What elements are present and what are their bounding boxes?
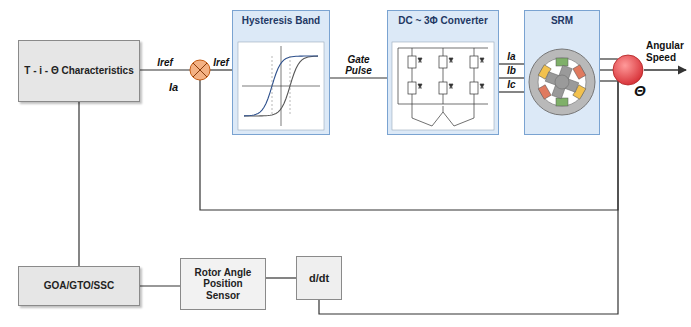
hysteresis-block: Hysteresis Band [232, 10, 330, 135]
signal-name: Iref [156, 57, 174, 68]
speed-sensor-circle: Θ [612, 54, 644, 86]
node-label: T - i - Θ Characteristics [24, 65, 133, 77]
signal-line [78, 102, 79, 266]
junction-shape [189, 59, 211, 81]
signal-name: Ia [506, 51, 516, 62]
signal-line [499, 91, 524, 92]
hysteresis-chart [238, 42, 324, 130]
motor-block: SRM [524, 10, 600, 135]
derivative-box: d/dt [296, 256, 342, 300]
signal-line [210, 69, 232, 70]
node-label: Hysteresis Band [242, 15, 320, 27]
signal-line [330, 77, 387, 78]
chart-axis [242, 86, 320, 87]
srm-motor [529, 49, 595, 115]
signal-name: Gate Pulse [333, 54, 385, 76]
converter-legs [398, 48, 488, 126]
node-label: Θ [634, 82, 646, 99]
signal-name: Ic [506, 79, 516, 90]
node-label: GOA/GTO/SSC [44, 280, 114, 292]
node-label: DC ~ 3Φ Converter [398, 15, 488, 27]
node-label: SRM [551, 15, 573, 27]
process-box: T - i - Θ Characteristics [18, 40, 140, 102]
sensor-shape [612, 54, 644, 86]
signal-name: Iref [212, 57, 230, 68]
chart-axis [281, 46, 282, 126]
speed-output-arrow [644, 69, 686, 70]
converter-block: DC ~ 3Φ Converter [387, 10, 499, 135]
signal-line [600, 80, 618, 81]
output-label: Angular Speed [646, 40, 690, 63]
sensor-box: Rotor Angle Position Sensor [180, 258, 266, 310]
node-label: Ia [169, 81, 178, 94]
hysteresis-curves [244, 56, 318, 116]
node-label: Rotor Angle Position Sensor [185, 267, 261, 302]
summing-junction: Ia [189, 59, 211, 81]
signal-line [266, 277, 296, 278]
signal-line [600, 69, 613, 70]
signal-line [140, 69, 190, 70]
converter-circuit [392, 42, 494, 130]
signal-line [140, 285, 180, 286]
node-label: d/dt [309, 272, 329, 285]
signal-name: Ib [506, 65, 517, 76]
signal-line [600, 58, 618, 59]
optimizer-box: GOA/GTO/SSC [18, 266, 140, 306]
